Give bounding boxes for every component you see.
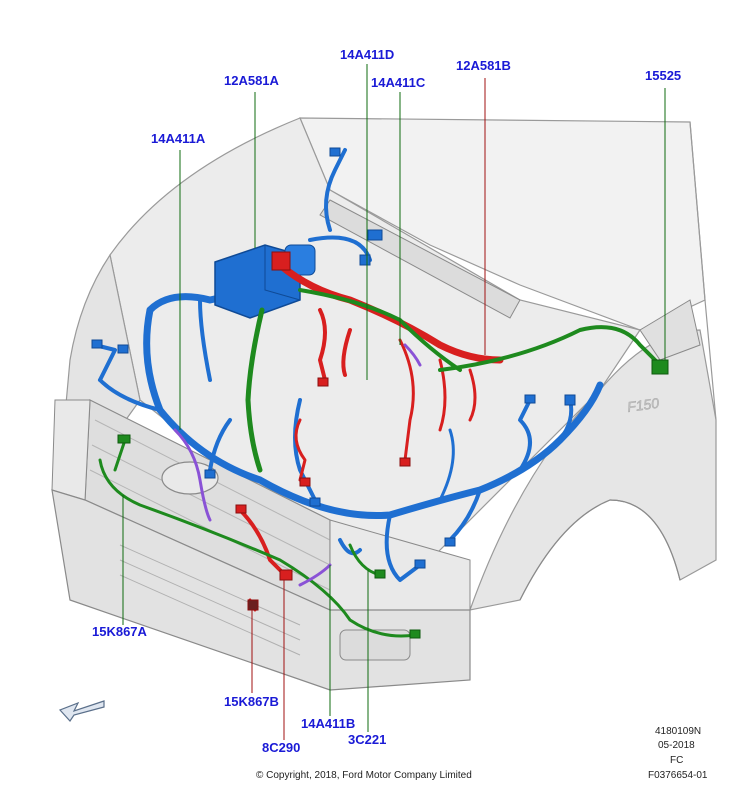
view-direction-arrow	[58, 700, 105, 722]
red-harness	[238, 261, 504, 612]
callout-12A581A: 12A581A	[224, 73, 279, 88]
market-code: FC	[670, 755, 684, 766]
callout-3C221: 3C221	[348, 732, 387, 747]
callout-12A581B: 12A581B	[456, 58, 511, 73]
copyright-notice: © Copyright, 2018, Ford Motor Company Li…	[256, 770, 472, 781]
leader-lines	[122, 64, 666, 740]
green-connectors	[117, 359, 669, 639]
callout-14A411D: 14A411D	[340, 47, 395, 62]
revision-date: 05-2018	[658, 740, 695, 751]
fender-badge: F150	[626, 395, 660, 415]
figure-id: F0376654-01	[648, 770, 708, 781]
callout-15525: 15525	[645, 68, 682, 83]
a-pillar	[689, 121, 717, 421]
fog-lamp	[339, 629, 411, 661]
callout-14A411B: 14A411B	[301, 716, 356, 731]
callout-14A411C: 14A411C	[371, 75, 426, 90]
callout-14A411A: 14A411A	[151, 131, 206, 146]
wheel-well	[519, 499, 681, 601]
red-connectors	[235, 251, 411, 611]
bumper-vents	[119, 544, 301, 656]
callout-15K867B: 15K867B	[224, 694, 279, 709]
purple-harness	[173, 343, 422, 587]
callout-15K867A: 15K867A	[92, 624, 147, 639]
headlamp-left	[51, 399, 91, 501]
blue-connectors	[91, 147, 576, 569]
reference-number: 4180109N	[655, 726, 702, 737]
side-mirror	[639, 299, 701, 361]
vehicle-body: F150	[51, 117, 717, 691]
ford-badge	[161, 461, 219, 495]
callout-8C290: 8C290	[262, 740, 301, 755]
